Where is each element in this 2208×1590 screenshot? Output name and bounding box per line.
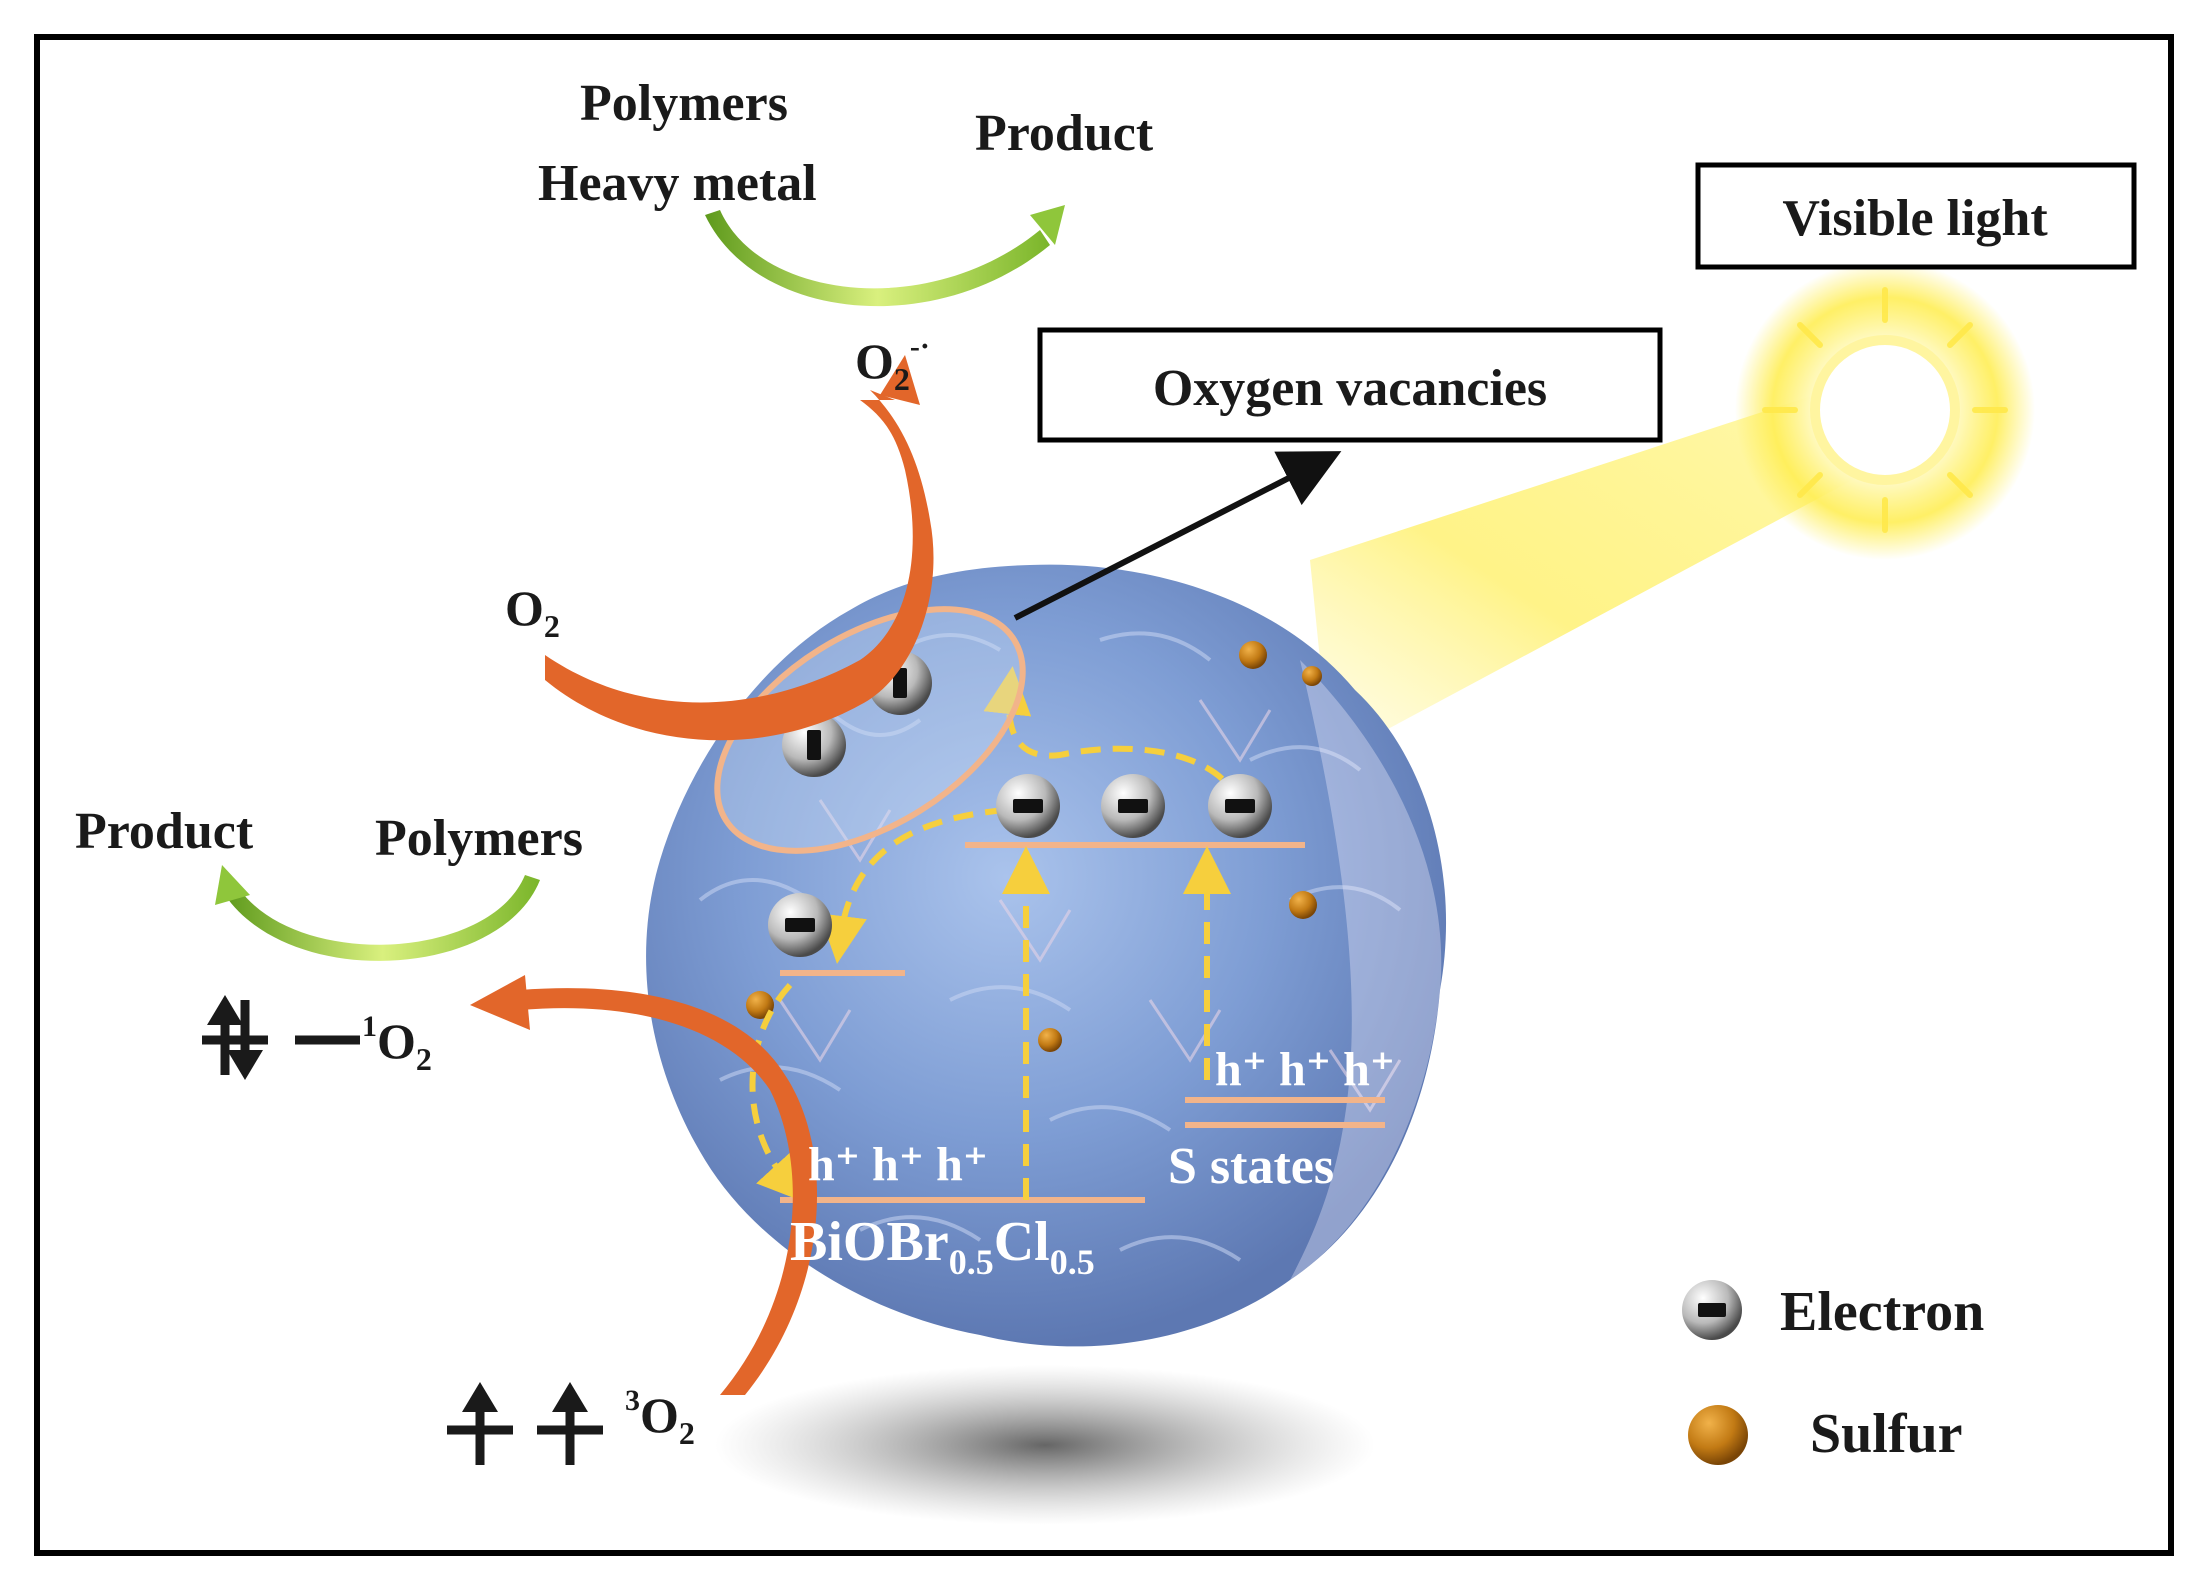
sphere-shadow xyxy=(715,1365,1375,1525)
transfer-arrows xyxy=(749,666,1243,1203)
catalyst-sphere xyxy=(646,564,1447,1347)
electron-icon xyxy=(1682,1280,1742,1340)
label-holes-right: h⁺ h⁺ h⁺ xyxy=(1215,1043,1395,1096)
energy-levels xyxy=(780,842,1385,1203)
label-product-top: Product xyxy=(975,105,1154,162)
vacancy-pointer-arrow xyxy=(1013,451,1342,621)
label-o2: O2 xyxy=(505,580,560,644)
label-s-states: S states xyxy=(1168,1138,1334,1195)
electron-icon xyxy=(1101,774,1165,838)
label-polymers-left: Polymers xyxy=(375,810,583,867)
legend: Electron Sulfur xyxy=(1682,1280,1984,1465)
sulfur-dot xyxy=(1038,1028,1062,1052)
green-arrows xyxy=(215,205,1065,961)
visible-light-box xyxy=(1695,162,2137,270)
sulfur-dot xyxy=(1302,666,1322,686)
orange-arrows xyxy=(470,355,934,1395)
label-superoxide: O2-· xyxy=(855,330,930,397)
spin-arrow-icon xyxy=(447,1382,603,1465)
legend-electron-label: Electron xyxy=(1780,1281,1984,1343)
label-product-left: Product xyxy=(75,803,254,860)
oxygen-vacancies-box xyxy=(1037,327,1663,443)
electron-icon xyxy=(1208,774,1272,838)
label-heavy-metal: Heavy metal xyxy=(538,155,817,212)
sulfur-dot xyxy=(1289,891,1317,919)
label-holes-left: h⁺ h⁺ h⁺ xyxy=(808,1138,988,1191)
oxygen-vacancy-region xyxy=(714,606,1026,854)
label-oxygen-vacancies: Oxygen vacancies xyxy=(1153,360,1547,417)
label-triplet-oxygen: 3O2 xyxy=(625,1384,695,1451)
label-polymers-top: Polymers xyxy=(580,75,788,132)
electron-icon xyxy=(768,893,832,957)
sulfur-icon xyxy=(1688,1405,1748,1465)
light-beam xyxy=(1310,380,1890,760)
sun-icon xyxy=(1735,260,2035,560)
label-catalyst: BiOBr0.5Cl0.5 xyxy=(790,1211,1095,1282)
excitation-arrows xyxy=(1002,846,1231,1200)
label-singlet-oxygen: 1O2 xyxy=(362,1010,432,1077)
electron-icon xyxy=(996,774,1060,838)
label-visible-light: Visible light xyxy=(1782,190,2048,247)
spin-arrow-icon xyxy=(202,995,360,1080)
sulfur-dot xyxy=(1239,641,1267,669)
sulfur-dot xyxy=(746,991,774,1019)
legend-sulfur-label: Sulfur xyxy=(1810,1403,1963,1465)
